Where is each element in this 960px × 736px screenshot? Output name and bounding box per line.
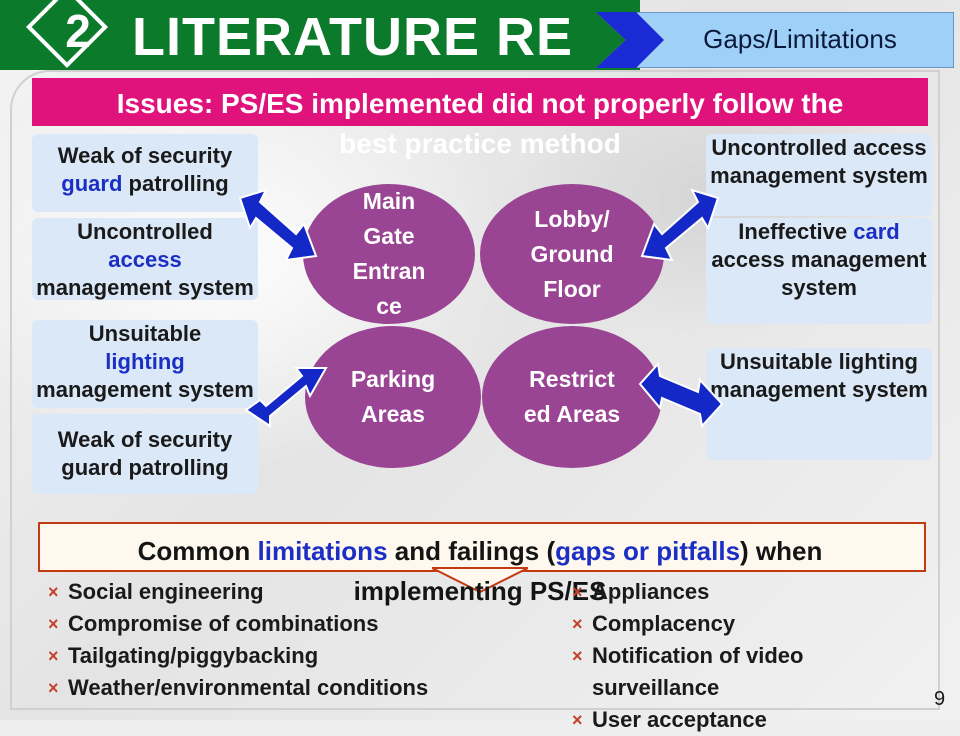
area-parking: Parking Areas [305, 326, 481, 468]
section-number: 2 [65, 5, 91, 57]
box-highlight: card [853, 219, 900, 244]
list-item: ×User acceptance [572, 704, 872, 736]
common-text-part: and failings ( [387, 536, 556, 566]
double-arrow-icon [244, 367, 328, 428]
box-highlight: guard [61, 171, 123, 196]
common-text-part: Common [137, 536, 258, 566]
list-item-text: Notification of video surveillance [592, 643, 804, 700]
issues-line-1: Issues: PS/ES implemented did not proper… [116, 88, 844, 119]
common-line-2: implementing PS/ES [353, 576, 607, 606]
issues-bar [32, 78, 928, 126]
common-line-1: Common limitations and failings (gaps or… [40, 531, 920, 571]
cross-icon: × [48, 646, 59, 666]
list-item: × Social engineering [48, 576, 468, 608]
right-box-access-management: Uncontrolled access management system [706, 134, 932, 216]
issues-text: Issues: PS/ES implemented did not proper… [40, 84, 920, 164]
area-restricted: Restrict ed Areas [482, 326, 662, 468]
area-label: Restrict ed Areas [523, 366, 621, 427]
box-text: Uncontrolled access management system [710, 135, 928, 188]
list-item: × Notification of video surveillance [572, 640, 872, 704]
cross-icon: × [572, 582, 583, 602]
cross-icon: × [572, 710, 583, 730]
common-text-part: ) when [740, 536, 823, 566]
box-text: Weak of security guard patrolling [57, 427, 233, 480]
limitations-list-right: × Appliances × Complacency × Notification o… [572, 576, 872, 736]
box-text: Unsuitable [88, 321, 202, 346]
box-text: Uncontrolled [77, 219, 213, 244]
left-box-lighting-management: Unsuitable lighting management system [32, 320, 258, 408]
area-label: Lobby/ Ground Floor [530, 205, 614, 302]
list-item-text: Social engineering [68, 579, 264, 604]
slide-frame [10, 70, 940, 710]
box-text: Ineffective [738, 219, 848, 244]
double-arrow-icon [238, 188, 318, 262]
box-highlight: access [108, 247, 182, 272]
box-text: patrolling [128, 171, 229, 196]
area-label: Main Gate Entran ce [352, 188, 426, 319]
list-item: × Compromise of combinations [48, 608, 468, 640]
left-box-guard-patrolling: Weak of security guard patrolling [32, 134, 258, 212]
box-text: access management system [711, 247, 927, 300]
left-box-access-management: Uncontrolled access management system [32, 218, 258, 300]
box-highlight: lighting [105, 349, 185, 374]
box-text: management system [36, 377, 254, 402]
double-arrow-icon [638, 361, 724, 429]
box-text: Unsuitable lighting management system [710, 349, 928, 402]
box-text: management system [36, 275, 254, 300]
common-limitations-text: Common limitations and failings (gaps or… [40, 531, 920, 611]
issues-line-2: best practice method [339, 128, 621, 159]
left-box-guard-patrolling-2: Weak of security guard patrolling [32, 414, 258, 494]
list-item-text: Tailgating/piggybacking [68, 643, 319, 668]
title-banner [0, 0, 640, 70]
area-main-gate: Main Gate Entran ce [303, 184, 475, 324]
area-lobby: Lobby/ Ground Floor [480, 184, 664, 324]
slide-title: LITERATURE RE [132, 7, 573, 67]
cross-icon: × [572, 646, 583, 666]
cross-icon: × [48, 678, 59, 698]
callout-pointer [432, 567, 528, 594]
tab-label: Gaps/Limitations [703, 24, 897, 54]
list-item-text: Compromise of combinations [68, 611, 379, 636]
list-item-text: Appliances [592, 579, 710, 604]
area-label: Parking Areas [350, 366, 436, 427]
list-item-text: Complacency [592, 611, 736, 636]
list-item: × Appliances [572, 576, 872, 608]
list-item-text: Weather/environmental conditions [68, 675, 429, 700]
common-highlight: limitations [257, 536, 388, 566]
right-box-card-access: Ineffective card access management syste… [706, 218, 932, 324]
double-arrow-icon [640, 188, 720, 262]
page-number: 9 [934, 688, 946, 710]
cross-icon: × [48, 582, 59, 602]
right-box-lighting-management: Unsuitable lighting management system [706, 348, 932, 460]
cross-icon: × [572, 614, 583, 634]
list-item: × Tailgating/piggybacking [48, 640, 468, 672]
box-text: Weak of security [57, 143, 233, 168]
list-item: × Complacency [572, 608, 872, 640]
common-highlight: gaps or pitfalls [555, 536, 741, 566]
tab-gaps-limitations [596, 12, 954, 68]
list-item: × Weather/environmental conditions [48, 672, 468, 704]
cross-icon: × [48, 614, 59, 634]
limitations-list-left: × Social engineering × Compromise of combi… [48, 576, 468, 704]
